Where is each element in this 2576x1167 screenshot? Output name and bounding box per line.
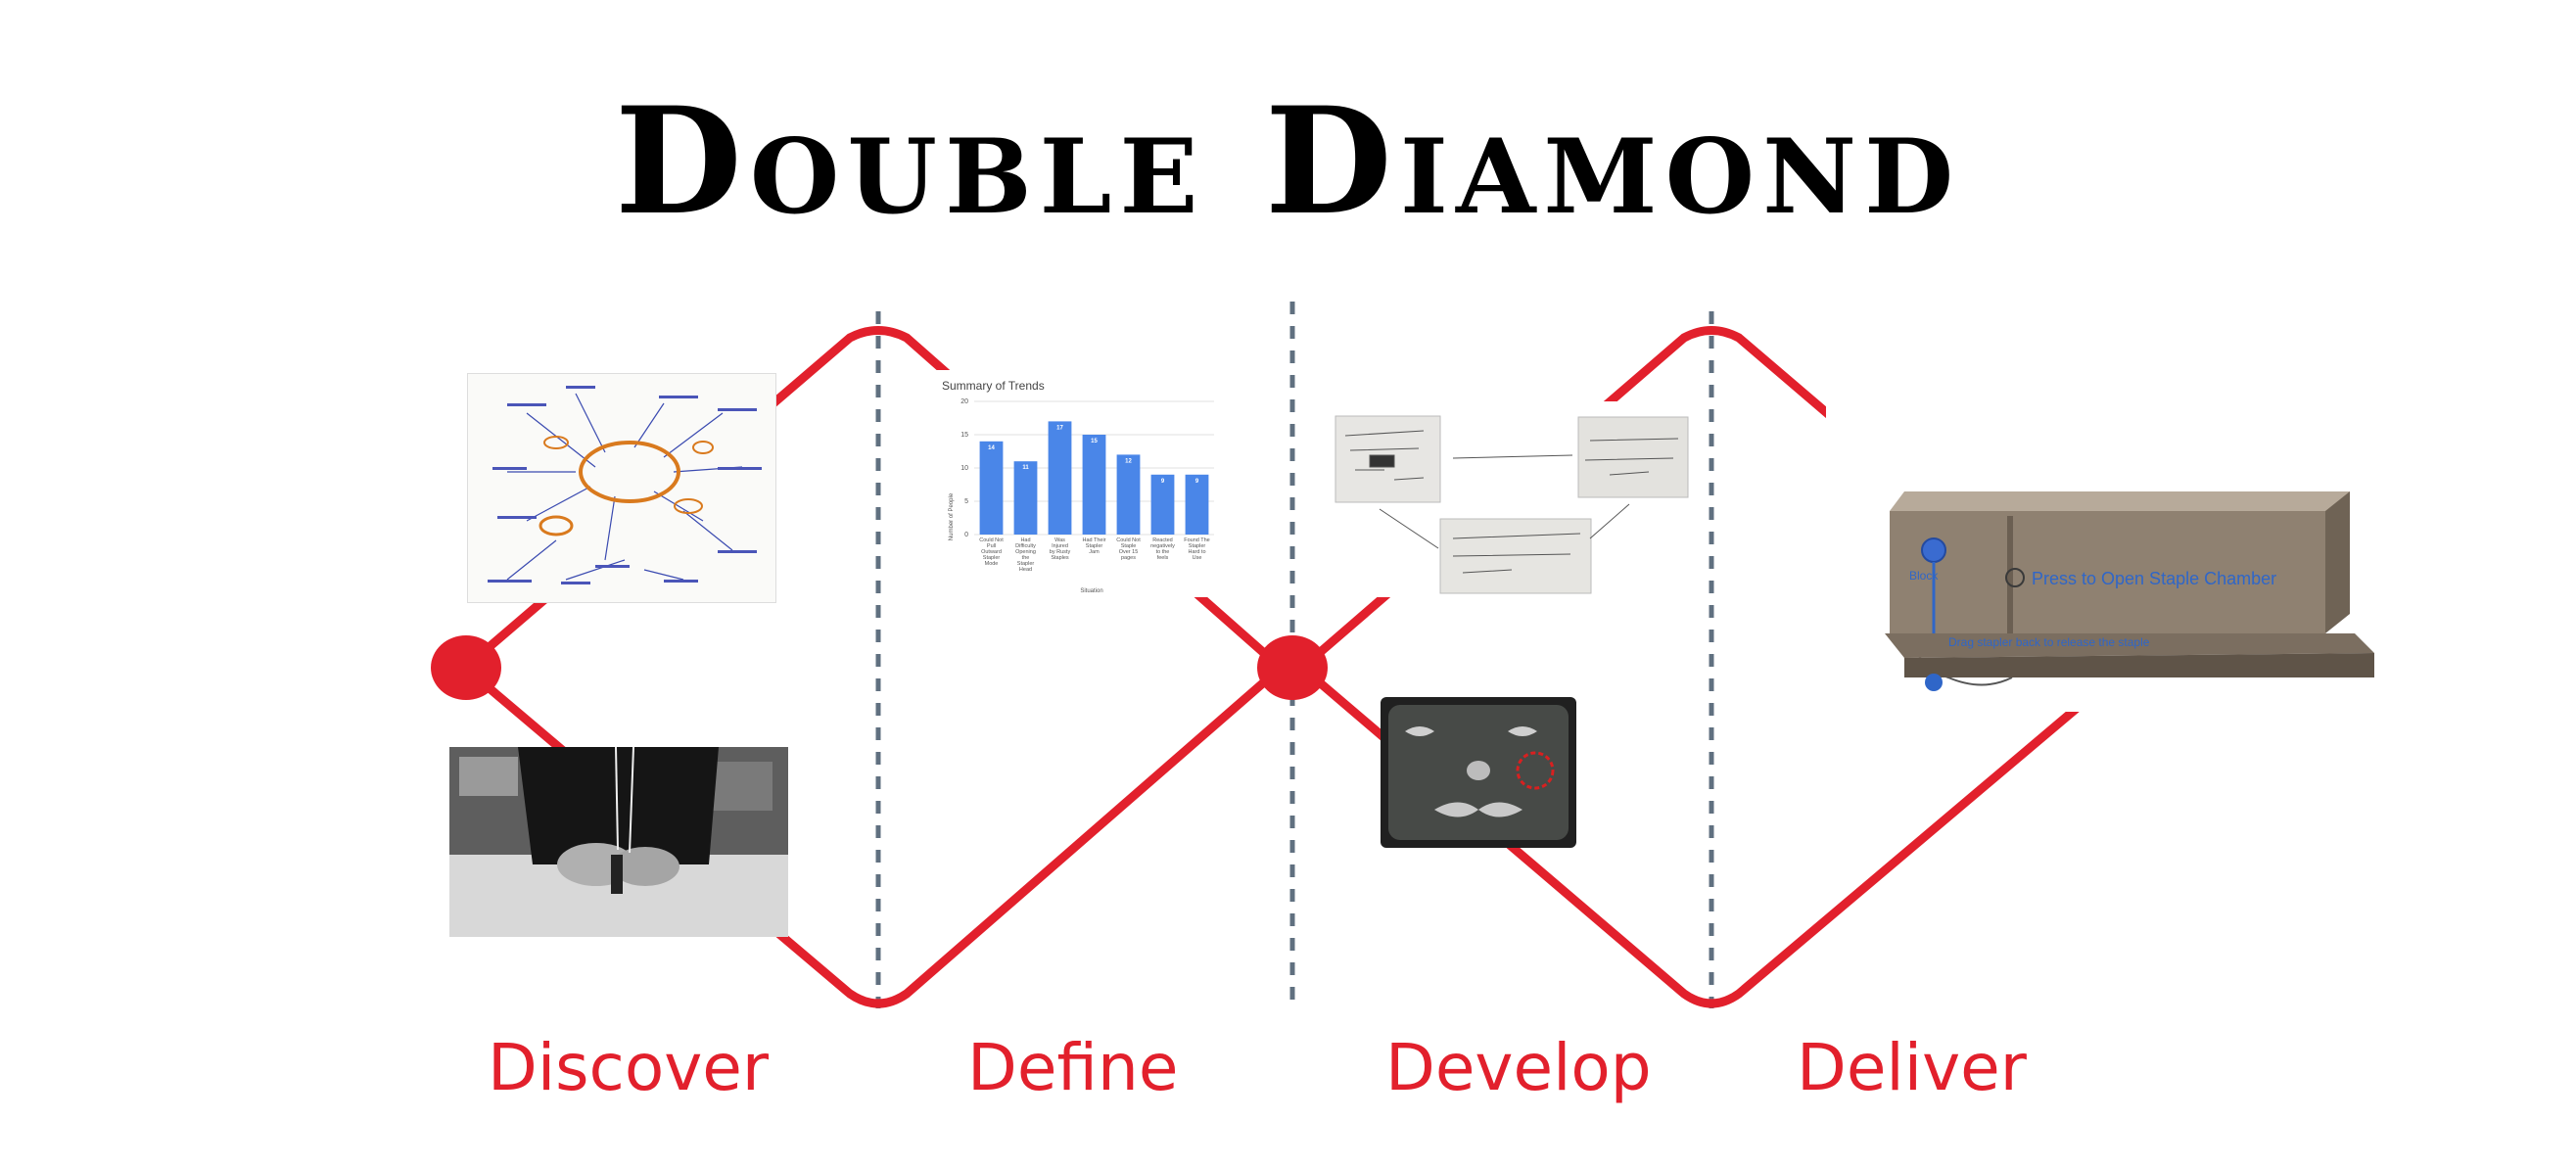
mind-map-image <box>467 373 776 603</box>
cad-label-3: Drag stapler back to release the staple <box>1948 635 2150 649</box>
chart-bar <box>1150 474 1175 535</box>
cad-stapler-model: Press to Open Staple Chamber Block Drag … <box>1826 384 2413 712</box>
chart-y-tick-label: 5 <box>964 498 968 505</box>
chart-y-tick-label: 20 <box>960 398 968 405</box>
chart-ylabel: Number of People <box>949 492 955 540</box>
phase-label-develop: Develop <box>1385 1030 1652 1105</box>
cad-label-2: Block <box>1909 569 1939 583</box>
chart-bar <box>1013 461 1038 535</box>
start-node <box>431 635 501 700</box>
chart-y-tick-label: 10 <box>960 465 968 472</box>
cad-label-1: Press to Open Staple Chamber <box>2032 569 2276 588</box>
chart-bar-value-label: 17 <box>1056 425 1063 431</box>
chart-bar-value-label: 9 <box>1161 479 1165 485</box>
slide-title: Double Diamond <box>614 75 1962 248</box>
chart-bar-value-label: 11 <box>1022 465 1029 471</box>
chart-bar-value-label: 9 <box>1195 479 1199 485</box>
second-diamond <box>1297 326 2130 1008</box>
chart-bar <box>1185 474 1209 535</box>
sketch-board <box>1326 401 1704 597</box>
user-testing-photo <box>449 747 788 937</box>
phase-label-deliver: Deliver <box>1797 1030 2027 1105</box>
first-diamond <box>460 326 1286 1008</box>
chart-bar <box>1048 421 1072 535</box>
chart-bar-value-label: 14 <box>988 445 995 451</box>
stapler-prototype-photo <box>1381 697 1576 848</box>
mid-node <box>1257 635 1328 700</box>
chart-xlabel: Situation <box>1080 588 1102 594</box>
chart-title: Summary of Trends <box>942 379 1045 393</box>
chart-bar <box>979 441 1004 535</box>
phase-label-define: Define <box>967 1030 1179 1105</box>
chart-bar-value-label: 15 <box>1091 439 1098 444</box>
phase-label-discover: Discover <box>488 1030 770 1105</box>
chart-bar <box>1116 454 1141 535</box>
chart-y-tick-label: 15 <box>960 432 968 439</box>
chart-bar-value-label: 12 <box>1125 458 1132 464</box>
chart-y-tick-label: 0 <box>964 532 968 538</box>
chart-bar <box>1082 435 1106 535</box>
